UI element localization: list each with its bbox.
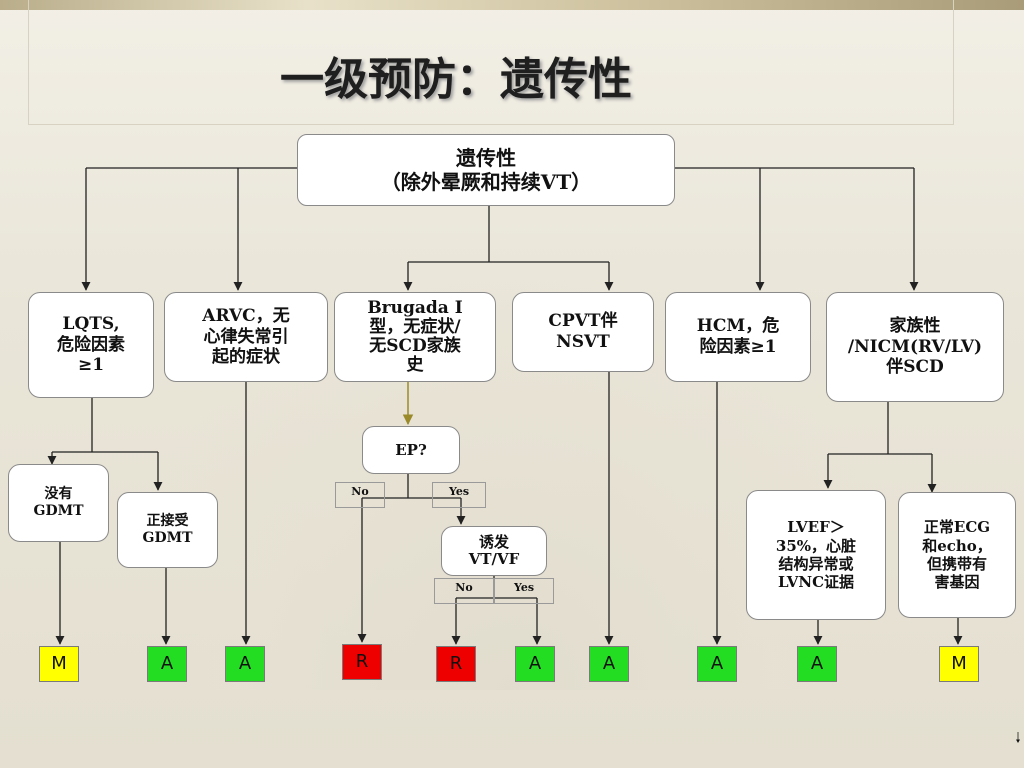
induced-line2: VT/VF <box>468 550 520 568</box>
category-hcm-line1: HCM，危 <box>696 316 780 337</box>
induced-vtvf-box: 诱发 VT/VF <box>441 526 547 576</box>
category-lqts-line1: LQTS, <box>62 313 120 334</box>
category-brugada-line3: 无SCD家族 <box>369 336 461 356</box>
familial-lvef-line3: 结构异常或 <box>778 555 854 573</box>
slide-title: 一级预防：遗传性 <box>280 54 632 105</box>
category-lqts-line2: 危险因素 <box>57 334 125 355</box>
outcome-box: M <box>39 646 79 682</box>
outcome-box: A <box>515 646 555 682</box>
ep-label: EP? <box>395 440 427 459</box>
category-familial-line3: 伴SCD <box>886 357 944 378</box>
induced-yes-label: Yes <box>494 578 554 604</box>
outcome-box: A <box>797 646 837 682</box>
category-familial-line2: /NICM(RV/LV) <box>847 336 983 357</box>
top-decor-bar <box>0 0 1024 10</box>
familial-lvef-line4: LVNC证据 <box>777 573 855 592</box>
category-cpvt-line1: CPVT伴 <box>548 311 618 332</box>
familial-lvef-line2: 35%，心脏 <box>775 536 857 555</box>
outcome-box: A <box>147 646 187 682</box>
root-label-line2: （除外晕厥和持续VT） <box>380 170 592 194</box>
outcome-box: A <box>589 646 629 682</box>
outcome-box: A <box>225 646 265 682</box>
category-box-familial: 家族性 /NICM(RV/LV) 伴SCD <box>826 292 1004 402</box>
category-box-cpvt: CPVT伴 NSVT <box>512 292 654 372</box>
category-box-arvc: ARVC，无 心律失常引 起的症状 <box>164 292 328 382</box>
category-box-lqts: LQTS, 危险因素 ≥1 <box>28 292 154 398</box>
category-brugada-line2: 型，无症状/ <box>369 316 461 337</box>
lqts-no-gdmt-line1: 没有 <box>44 485 73 502</box>
familial-gene-line4: 害基因 <box>934 573 980 592</box>
category-familial-line1: 家族性 <box>889 315 941 336</box>
category-brugada-line1: Brugada Ⅰ <box>367 297 463 318</box>
lqts-no-gdmt-line2: GDMT <box>33 503 84 519</box>
lqts-on-gdmt-line1: 正接受 <box>146 512 189 529</box>
outcome-box: R <box>436 646 476 682</box>
induced-no-label: No <box>434 578 494 604</box>
category-arvc-line1: ARVC，无 <box>202 305 290 326</box>
lqts-no-gdmt-box: 没有 GDMT <box>8 464 109 542</box>
category-box-brugada: Brugada Ⅰ 型，无症状/ 无SCD家族 史 <box>334 292 496 382</box>
lqts-on-gdmt-line2: GDMT <box>142 530 193 546</box>
ep-no-label: No <box>335 482 385 508</box>
familial-lvef-box: LVEF＞ 35%，心脏 结构异常或 LVNC证据 <box>746 490 886 620</box>
familial-gene-line1: 正常ECG <box>923 518 991 537</box>
outcome-box: R <box>342 644 382 680</box>
category-lqts-line3: ≥1 <box>77 355 105 376</box>
familial-gene-line2: 和echo， <box>922 536 992 555</box>
outcome-box: M <box>939 646 979 682</box>
title-frame <box>28 0 954 125</box>
induced-line1: 诱发 <box>478 532 509 551</box>
familial-gene-line3: 但携带有 <box>926 555 987 573</box>
ep-box: EP? <box>362 426 460 474</box>
root-box: 遗传性 （除外晕厥和持续VT） <box>297 134 675 206</box>
lqts-on-gdmt-box: 正接受 GDMT <box>117 492 218 568</box>
down-arrow-icon <box>1016 732 1020 743</box>
category-hcm-line2: 险因素≥1 <box>699 337 777 357</box>
category-arvc-line2: 心律失常引 <box>203 326 289 347</box>
familial-lvef-line1: LVEF＞ <box>787 518 845 537</box>
root-label-line1: 遗传性 <box>456 145 516 170</box>
category-cpvt-line2: NSVT <box>556 332 610 352</box>
ep-yes-label: Yes <box>432 482 486 508</box>
outcome-box: A <box>697 646 737 682</box>
category-box-hcm: HCM，危 险因素≥1 <box>665 292 811 382</box>
category-brugada-line4: 史 <box>406 355 424 376</box>
familial-gene-box: 正常ECG 和echo， 但携带有 害基因 <box>898 492 1016 618</box>
category-arvc-line3: 起的症状 <box>212 347 280 368</box>
